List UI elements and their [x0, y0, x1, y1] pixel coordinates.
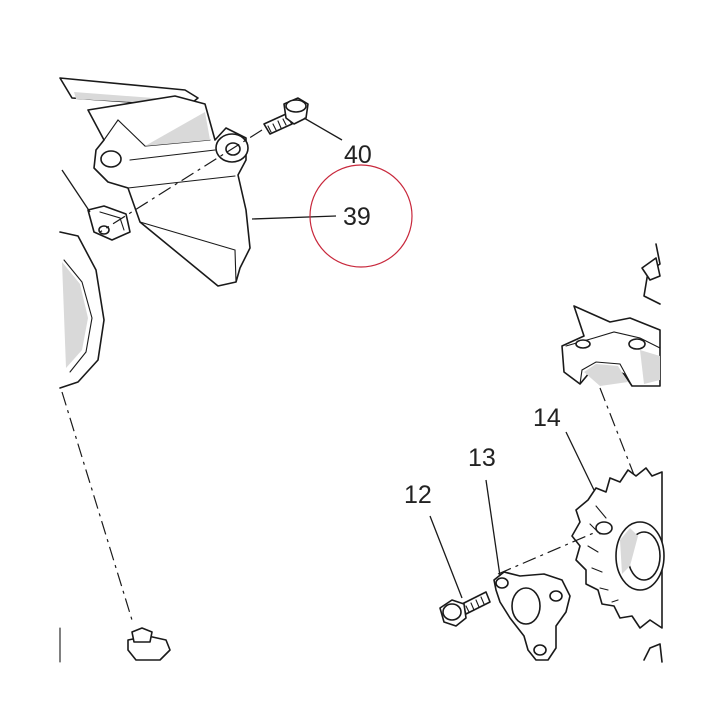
axis-upper — [99, 129, 263, 233]
bearing-cap-assembly — [561, 243, 661, 387]
axis-left-vertical — [61, 391, 133, 621]
axis-right — [599, 387, 637, 481]
left-casing-fragment — [59, 231, 105, 389]
leader-12 — [429, 515, 463, 599]
label-14: 14 — [533, 404, 561, 432]
leader-39 — [251, 215, 337, 220]
lower-left-post — [59, 627, 171, 663]
label-39: 39 — [343, 203, 371, 231]
highlight-circle — [309, 164, 413, 268]
leader-40 — [303, 117, 343, 141]
leader-13 — [485, 479, 501, 577]
axis-lower — [497, 531, 597, 575]
leader-14 — [565, 431, 595, 491]
label-13: 13 — [468, 444, 496, 472]
lower-right-fragment — [643, 643, 663, 663]
plate-13 — [493, 571, 571, 661]
gear-14 — [571, 467, 665, 629]
label-40: 40 — [344, 141, 372, 169]
label-12: 12 — [404, 481, 432, 509]
upper-bracket-assembly — [59, 77, 251, 287]
bolt-12 — [439, 591, 491, 627]
bolt-40 — [263, 97, 309, 135]
